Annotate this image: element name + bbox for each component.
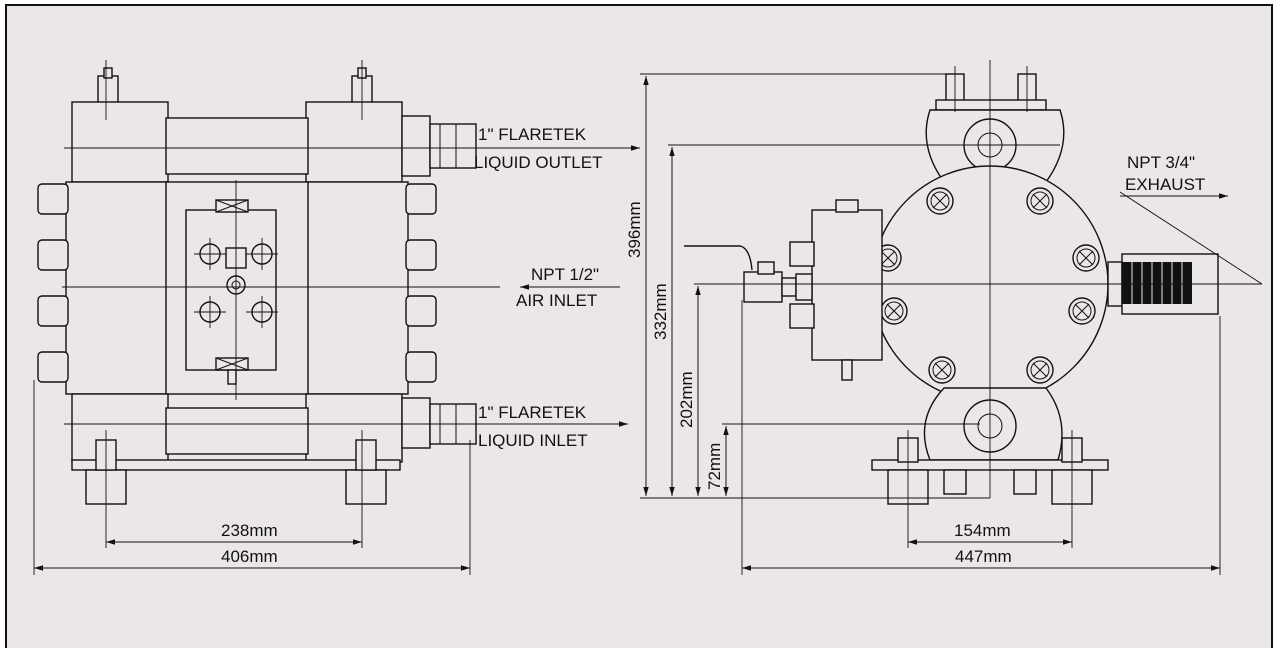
outlet-height-dim: 332mm xyxy=(651,283,670,340)
side-view xyxy=(640,60,1263,575)
front-bolt-spacing-dim: 238mm xyxy=(221,521,278,540)
front-overall-width-dim: 406mm xyxy=(221,547,278,566)
side-bolt-spacing-dim: 154mm xyxy=(954,521,1011,540)
air-inlet-size-label: NPT 1/2" xyxy=(531,265,599,284)
exhaust-label: EXHAUST xyxy=(1125,175,1205,194)
air-inlet-height-dim: 202mm xyxy=(677,371,696,428)
exhaust-size-label: NPT 3/4" xyxy=(1127,153,1195,172)
liquid-outlet-size-label: 1" FLARETEK xyxy=(478,125,587,144)
front-view xyxy=(33,60,500,575)
liquid-inlet-height-dim: 72mm xyxy=(705,443,724,490)
side-overall-width-dim: 447mm xyxy=(955,547,1012,566)
overall-height-dim: 396mm xyxy=(625,201,644,258)
liquid-outlet-label: LIQUID OUTLET xyxy=(474,153,602,172)
air-inlet-label: AIR INLET xyxy=(516,291,597,310)
front-side-bolts xyxy=(37,183,437,383)
liquid-inlet-label: LIQUID INLET xyxy=(478,431,588,450)
liquid-inlet-size-label: 1" FLARETEK xyxy=(478,403,587,422)
